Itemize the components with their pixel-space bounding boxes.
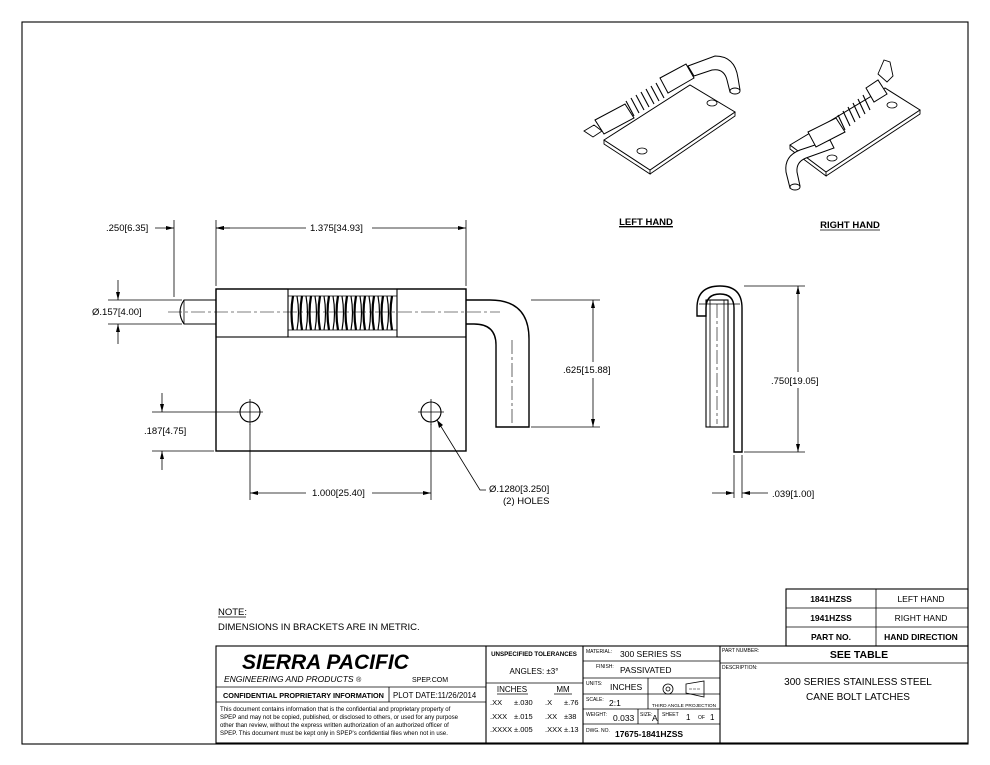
dim-250: .250[6.35] — [106, 223, 148, 234]
part-row-1-part: 1841HZSS — [810, 594, 852, 604]
projection-label: THIRD ANGLE PROJECTION — [652, 703, 717, 709]
legal-line-1: This document contains information that … — [220, 706, 451, 713]
weight-value: 0.033 — [613, 713, 635, 723]
dim-039: .039[1.00] — [772, 489, 814, 500]
tol-row-1-mm: .X — [545, 698, 552, 707]
spring — [290, 295, 394, 331]
tol-mm-header: MM — [556, 685, 570, 694]
front-view-dimensions — [108, 220, 600, 500]
part-table: 1841HZSS LEFT HAND 1941HZSS RIGHT HAND P… — [785, 588, 969, 647]
part-number-label: PART NUMBER: — [722, 648, 759, 654]
material-label: MATERIAL: — [586, 649, 612, 655]
plate-outline — [215, 288, 467, 452]
legal-line-2: SPEP and may not be copied, published, o… — [220, 714, 459, 721]
company-subtitle: ENGINEERING AND PRODUCTS ® — [224, 674, 362, 684]
dim-750: .750[19.05] — [771, 376, 819, 387]
tol-row-2-in: .XXX — [490, 712, 507, 721]
dim-1280: Ø.1280[3.250] — [489, 484, 549, 495]
finish-value: PASSIVATED — [620, 665, 672, 675]
sheet-label: SHEET — [662, 712, 679, 718]
tol-row-2-mm: .XX — [545, 712, 557, 721]
description-line-1: 300 SERIES STAINLESS STEEL — [784, 677, 932, 688]
units-label: UNITS: — [586, 681, 602, 687]
tol-row-3-intol: ±.005 — [514, 725, 533, 734]
plot-date: PLOT DATE:11/26/2014 — [393, 691, 477, 700]
dwg-label: DWG. NO. — [586, 728, 610, 734]
tol-row-1-intol: ±.030 — [514, 698, 533, 707]
size-value: A — [652, 713, 658, 723]
part-row-2-direction: RIGHT HAND — [895, 613, 948, 623]
iso-right-hand-view — [785, 59, 921, 191]
legal-line-4: SPEP. This document must be kept only in… — [220, 730, 448, 737]
dim-1000: 1.000[25.40] — [312, 488, 365, 499]
description-label: DESCRIPTION: — [722, 665, 758, 671]
part-row-2-part: 1941HZSS — [810, 613, 852, 623]
tol-row-1-in: .XX — [490, 698, 502, 707]
scale-label: SCALE: — [586, 697, 604, 703]
side-view — [696, 285, 805, 498]
third-angle-projection-icon — [662, 680, 705, 698]
weight-label: WEIGHT: — [586, 712, 607, 718]
tol-row-3-mmtol: ±.13 — [564, 725, 579, 734]
sheet-total: 1 — [710, 713, 715, 722]
sheet-value: 1 — [686, 713, 691, 722]
of-label: OF — [698, 715, 705, 721]
title-block — [215, 645, 969, 744]
tol-row-3-mm: .XXX — [545, 725, 562, 734]
company-website: SPEP.COM — [412, 677, 448, 684]
finish-label: FINISH: — [596, 664, 614, 670]
sheet-border — [21, 21, 969, 745]
material-value: 300 SERIES SS — [620, 649, 682, 659]
right-hand-label: RIGHT HAND — [820, 220, 880, 231]
dim-157: Ø.157[4.00] — [92, 307, 142, 318]
company-name: SIERRA PACIFIC — [242, 651, 410, 674]
dim-187: .187[4.75] — [144, 426, 186, 437]
left-hand-label: LEFT HAND — [619, 217, 673, 228]
holes-note: (2) HOLES — [503, 496, 549, 507]
angles-tolerance: ANGLES: ±3° — [510, 667, 559, 676]
tol-row-3-in: .XXXX — [490, 725, 512, 734]
note-title: NOTE: — [218, 607, 247, 618]
dim-625: .625[15.88] — [563, 365, 611, 376]
confidential-label: CONFIDENTIAL PROPRIETARY INFORMATION — [223, 691, 384, 700]
tolerances-title: UNSPECIFIED TOLERANCES — [491, 651, 577, 658]
note-text: DIMENSIONS IN BRACKETS ARE IN METRIC. — [218, 622, 420, 633]
dim-1375: 1.375[34.93] — [310, 223, 363, 234]
part-number-value: SEE TABLE — [830, 649, 888, 661]
part-header-direction: HAND DIRECTION — [884, 632, 958, 642]
scale-value: 2:1 — [609, 698, 621, 708]
legal-line-3: other than review, without the express w… — [220, 722, 449, 729]
part-row-1-direction: LEFT HAND — [897, 594, 944, 604]
part-header-part: PART NO. — [811, 632, 851, 642]
tol-inches-header: INCHES — [497, 685, 527, 694]
size-label: SIZE: — [640, 712, 653, 718]
dimension-texts: .250[6.35] 1.375[34.93] Ø.157[4.00] .625… — [92, 223, 819, 507]
tol-row-2-mmtol: ±38 — [564, 712, 576, 721]
tol-row-1-mmtol: ±.76 — [564, 698, 579, 707]
iso-left-hand-view — [583, 55, 741, 175]
tol-row-2-intol: ±.015 — [514, 712, 533, 721]
dwg-value: 17675-1841HZSS — [615, 729, 683, 739]
front-view — [168, 288, 530, 452]
units-value: INCHES — [610, 682, 642, 692]
description-line-2: CANE BOLT LATCHES — [806, 692, 910, 703]
